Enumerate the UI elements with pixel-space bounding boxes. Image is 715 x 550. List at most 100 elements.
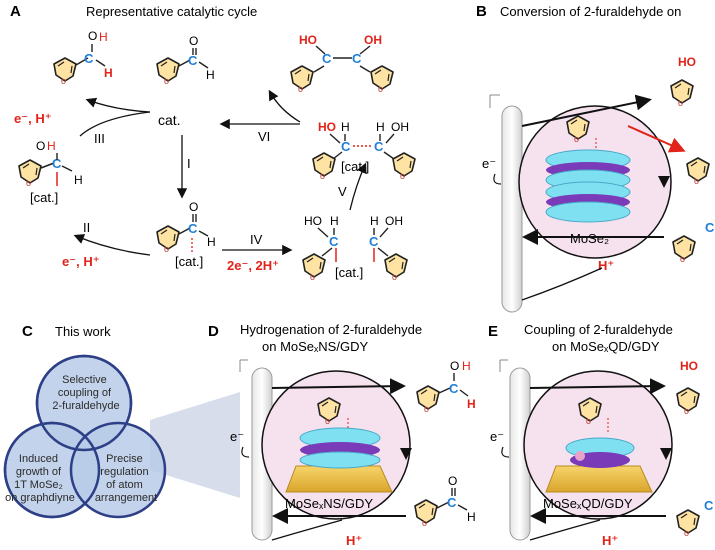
svg-text:H: H — [462, 359, 471, 373]
mosex-qd-label: MoSeₓQD/GDY — [543, 496, 633, 511]
step-IV: IV — [250, 232, 263, 247]
step-V: V — [338, 184, 347, 199]
svg-text:H: H — [330, 214, 339, 228]
svg-text:[cat.]: [cat.] — [30, 190, 58, 205]
svg-text:C: C — [369, 234, 379, 249]
panel-d: D Hydrogenation of 2-furaldehyde on MoSe… — [208, 322, 476, 548]
proton-e: H⁺ — [602, 533, 618, 548]
step-I: I — [187, 156, 191, 171]
svg-text:C: C — [329, 234, 339, 249]
svg-text:HO: HO — [318, 120, 336, 134]
svg-text:O: O — [448, 474, 457, 488]
step-III: III — [94, 131, 105, 146]
svg-text:H: H — [47, 139, 56, 153]
mose2-layers — [545, 149, 631, 223]
panel-d-title-line1: Hydrogenation of 2-furaldehyde — [240, 322, 422, 337]
svg-text:HO: HO — [678, 55, 696, 69]
venn-top-text: Selective coupling of 2-furaldehyde — [52, 374, 119, 412]
reagent-IV: 2e⁻, 2H⁺ — [227, 258, 279, 273]
panel-e-letter: E — [488, 323, 498, 340]
svg-text:H: H — [467, 397, 476, 411]
svg-text:HO: HO — [299, 33, 317, 47]
panel-a-title: Representative catalytic cycle — [86, 4, 257, 19]
svg-text:C: C — [449, 381, 459, 396]
panel-c-letter: C — [22, 323, 33, 340]
reagent-II: e⁻, H⁺ — [62, 254, 100, 269]
panel-e-title-line2: on MoSeₓQD/GDY — [552, 339, 660, 354]
radical-pair: HO H C H OH C [cat.] — [302, 214, 408, 283]
svg-text:C: C — [188, 221, 198, 236]
product-furfuryl-alcohol: C O H H — [53, 29, 113, 87]
svg-text:O: O — [36, 139, 45, 153]
reactant-d-bottom: C O H — [414, 474, 476, 529]
svg-text:C: C — [704, 498, 714, 513]
venn-circle-right — [69, 421, 167, 519]
panel-d-title-line2: on MoSeₓNS/GDY — [262, 339, 368, 354]
svg-text:C: C — [352, 51, 362, 66]
svg-text:OH: OH — [391, 120, 409, 134]
svg-text:H: H — [74, 173, 83, 187]
panel-b: B Conversion of 2-furaldehyde on MoSe₂ e… — [476, 3, 715, 313]
venn-right-text: Precise regulation of atom arrangement — [95, 453, 157, 504]
svg-text:[cat.]: [cat.] — [175, 254, 203, 269]
svg-text:O: O — [450, 359, 459, 373]
svg-text:C: C — [341, 139, 351, 154]
panel-a-letter: A — [10, 3, 21, 20]
furfural-adsorbed: C O H [cat.] — [156, 200, 216, 269]
proton-d: H⁺ — [346, 533, 362, 548]
venn-diagram: Selective coupling of 2-furaldehyde Indu… — [3, 354, 167, 519]
svg-text:C: C — [447, 495, 457, 510]
cat-label: cat. — [158, 112, 181, 128]
svg-text:O: O — [88, 29, 97, 43]
svg-text:[cat.]: [cat.] — [341, 159, 369, 174]
svg-text:HO: HO — [304, 214, 322, 228]
svg-text:OH: OH — [385, 214, 403, 228]
panel-c: C This work Selective coupling of 2-fura… — [3, 323, 240, 519]
svg-text:C: C — [322, 51, 332, 66]
svg-text:C: C — [84, 51, 94, 66]
panel-b-title: Conversion of 2-furaldehyde on — [500, 4, 681, 19]
furfural-top: C O H cat. — [156, 34, 215, 128]
step-VI: VI — [258, 129, 270, 144]
mosex-qd-gdy — [545, 437, 653, 493]
panel-c-title: This work — [55, 324, 111, 339]
panel-d-letter: D — [208, 323, 219, 340]
panel-b-letter: B — [476, 3, 487, 20]
svg-text:[cat.]: [cat.] — [335, 265, 363, 280]
svg-text:H: H — [99, 30, 108, 44]
panel-a: A Representative catalytic cycle C O H H… — [10, 3, 416, 283]
step-II: II — [83, 220, 90, 235]
proton-b: H⁺ — [598, 258, 614, 273]
projection-fan — [150, 392, 240, 498]
svg-text:H: H — [467, 510, 476, 524]
reagent-III: e⁻, H⁺ — [14, 111, 52, 126]
mose2-label: MoSe₂ — [570, 231, 609, 246]
coupled-adsorbed: HO H C H OH C [cat.] — [312, 120, 416, 182]
svg-text:H: H — [376, 120, 385, 134]
electrode-b — [501, 105, 523, 313]
product-d-top: C O H H — [416, 359, 476, 415]
electron-b: e⁻ — [482, 156, 496, 171]
svg-text:C: C — [374, 139, 384, 154]
electron-d: e⁻ — [230, 429, 244, 444]
svg-text:C: C — [52, 156, 62, 171]
svg-text:H: H — [370, 214, 379, 228]
mosex-ns-gdy — [285, 427, 393, 493]
panel-e: E Coupling of 2-furaldehyde on MoSeₓQD/G… — [488, 322, 714, 548]
svg-text:O: O — [189, 34, 198, 48]
svg-text:O: O — [189, 200, 198, 214]
svg-text:H: H — [207, 235, 216, 249]
venn-left-text: Induced growth of 1T MoSe₂ on graphdiyne — [5, 453, 75, 504]
electron-e: e⁻ — [490, 429, 504, 444]
product-hydrofuroin: HO C C OH — [290, 33, 394, 95]
svg-text:C: C — [705, 220, 715, 235]
svg-text:H: H — [206, 68, 215, 82]
svg-text:H: H — [341, 120, 350, 134]
intermediate-left: C O H H [cat.] — [18, 139, 83, 205]
svg-text:H: H — [104, 66, 113, 80]
svg-text:OH: OH — [364, 33, 382, 47]
svg-text:HO: HO — [680, 359, 698, 373]
mosex-ns-label: MoSeₓNS/GDY — [285, 496, 373, 511]
svg-text:C: C — [188, 53, 198, 68]
